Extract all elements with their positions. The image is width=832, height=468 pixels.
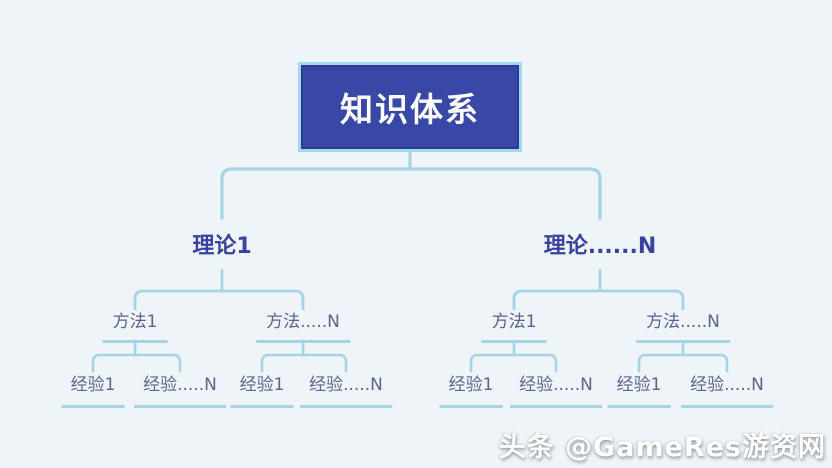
method-to-experiences-bracket [637, 353, 729, 373]
experience-n-label: 经验.....N [681, 375, 773, 408]
method-to-experiences-bracket [260, 353, 348, 373]
theory1-to-methods-bracket [133, 289, 305, 311]
experience-n-label: 经验.....N [510, 375, 602, 408]
theory-1-label: 理论1 [192, 234, 252, 259]
theoryN-to-methods-bracket [512, 289, 685, 311]
theory-n-label: 理论......N [543, 234, 657, 259]
experience-n-label: 经验.....N [300, 375, 392, 408]
method-n-label: 方法.....N [256, 312, 350, 343]
method-to-experiences-bracket [91, 353, 182, 373]
watermark: 头条 @GameRes游资网 [498, 432, 826, 463]
experience-1-label: 经验1 [607, 375, 671, 408]
experience-1-label: 经验1 [230, 375, 294, 408]
root-node-box: 知识体系 [298, 62, 522, 152]
root-node-label: 知识体系 [340, 90, 480, 129]
experience-n-label: 经验.....N [134, 375, 226, 408]
method-1-label: 方法1 [481, 312, 547, 343]
root-to-theories-bracket [220, 167, 602, 220]
experience-1-label: 经验1 [61, 375, 125, 408]
experience-1-label: 经验1 [439, 375, 503, 408]
method-1-label: 方法1 [102, 312, 168, 343]
method-to-experiences-bracket [469, 353, 558, 373]
method-n-label: 方法.....N [636, 312, 730, 343]
